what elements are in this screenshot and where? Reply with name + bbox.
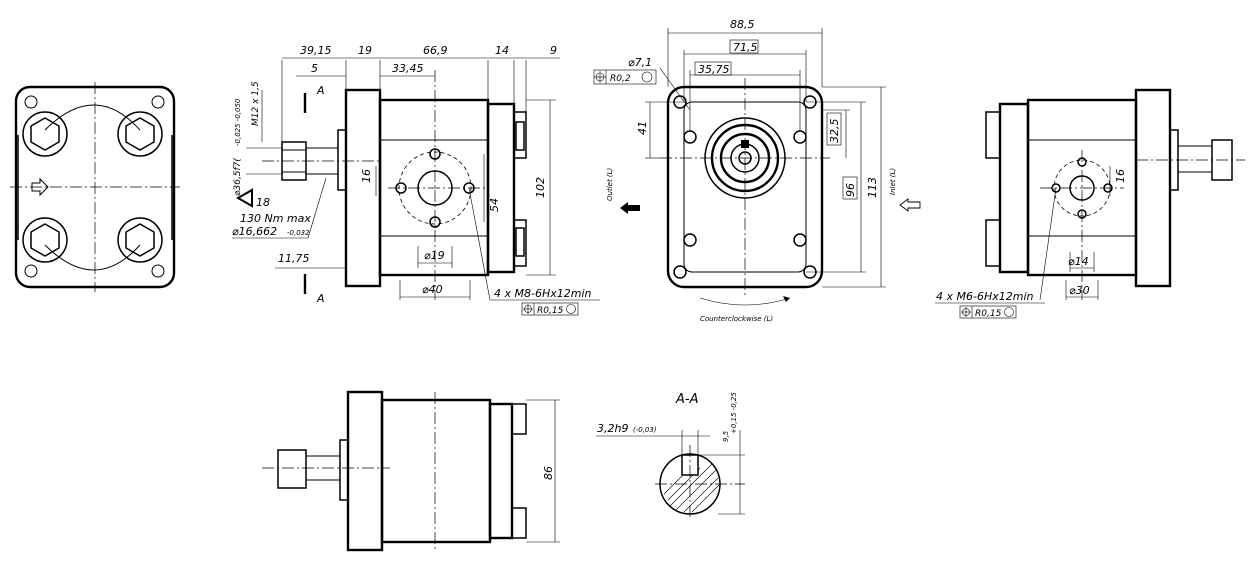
svg-text:R0,2: R0,2	[610, 74, 631, 84]
svg-text:11,75: 11,75	[278, 252, 310, 265]
svg-text:R0,15: R0,15	[975, 309, 1002, 319]
svg-text:86: 86	[542, 466, 555, 480]
svg-text:9: 9	[550, 44, 557, 57]
svg-text:A-A: A-A	[675, 392, 698, 407]
svg-text:9,5: 9,5	[722, 430, 730, 442]
svg-text:A: A	[316, 292, 325, 305]
svg-text:⌀16,662: ⌀16,662	[232, 225, 277, 238]
svg-text:33,45: 33,45	[392, 62, 424, 75]
svg-text:⌀30: ⌀30	[1069, 284, 1090, 297]
svg-text:⌀19: ⌀19	[424, 249, 445, 262]
svg-text:16: 16	[360, 169, 373, 183]
svg-text:+0,15 -0,25: +0,15 -0,25	[730, 392, 738, 434]
svg-text:Outlet (L): Outlet (L)	[606, 167, 614, 201]
svg-text:⌀36,5f7(: ⌀36,5f7(	[233, 158, 243, 196]
svg-text:19: 19	[358, 44, 372, 57]
side-view-right: 16 ⌀14 ⌀30 4 x M6-6Hx12min R0,15	[935, 88, 1245, 319]
svg-text:5: 5	[311, 62, 318, 75]
section-a-a: A-A 3,2h9 (-0,03) 9,5 +0,15 -0,25	[596, 392, 745, 520]
svg-text:32,5: 32,5	[828, 119, 841, 144]
rear-view	[10, 82, 180, 292]
side-view: A A 39,15 19 66,9 14 9 5 33,45 M12 x 1,5…	[232, 44, 600, 316]
svg-text:96: 96	[844, 183, 857, 197]
svg-text:3,2h9: 3,2h9	[597, 422, 628, 435]
svg-text:M12 x 1,5: M12 x 1,5	[251, 81, 261, 126]
svg-text:A: A	[316, 84, 325, 97]
svg-text:130 Nm max: 130 Nm max	[240, 212, 311, 225]
svg-text:16: 16	[1114, 169, 1127, 183]
svg-text:4 x M6-6Hx12min: 4 x M6-6Hx12min	[936, 290, 1034, 303]
svg-text:71,5: 71,5	[733, 41, 758, 54]
svg-text:-0,025 -0,050: -0,025 -0,050	[234, 98, 242, 146]
svg-text:4 x M8-6Hx12min: 4 x M8-6Hx12min	[494, 287, 592, 300]
svg-text:(-0,03): (-0,03)	[633, 426, 657, 434]
front-view: 88,5 71,5 35,75 ⌀7,1 R0,2 41 32,5 96	[593, 18, 921, 323]
svg-text:41: 41	[636, 121, 649, 135]
svg-text:Inlet (L): Inlet (L)	[889, 168, 897, 195]
svg-text:54: 54	[488, 198, 501, 212]
svg-text:88,5: 88,5	[730, 18, 755, 31]
svg-text:102: 102	[534, 177, 547, 198]
svg-text:Counterclockwise (L): Counterclockwise (L)	[700, 315, 773, 323]
svg-text:14: 14	[495, 44, 509, 57]
svg-text:39,15: 39,15	[300, 44, 332, 57]
svg-text:⌀40: ⌀40	[422, 283, 443, 296]
svg-text:⌀7,1: ⌀7,1	[628, 56, 652, 69]
svg-text:35,75: 35,75	[698, 63, 730, 76]
bottom-view: 86	[262, 390, 560, 552]
svg-text:⌀14: ⌀14	[1068, 255, 1089, 268]
svg-text:66,9: 66,9	[423, 44, 448, 57]
svg-text:113: 113	[866, 177, 879, 198]
svg-text:-0,032: -0,032	[287, 229, 310, 237]
svg-text:R0,15: R0,15	[537, 306, 564, 316]
svg-text:18: 18	[256, 196, 270, 209]
